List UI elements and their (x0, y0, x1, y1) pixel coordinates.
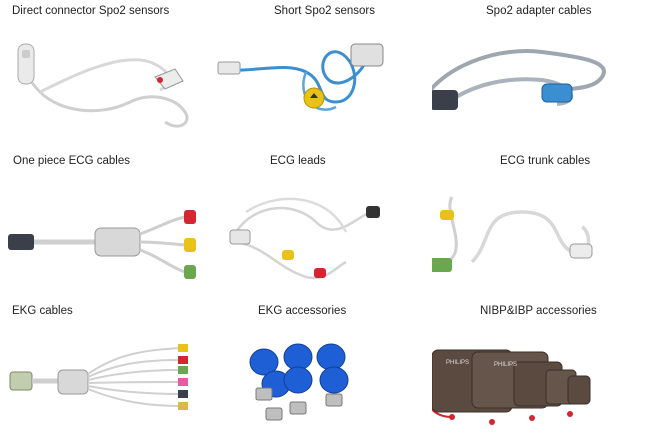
product-label: ECG leads (270, 155, 326, 167)
product-tile-ekg-accessories[interactable]: EKG accessories (216, 300, 432, 441)
ecg-one-piece-cable-icon (0, 172, 216, 290)
product-label: EKG cables (12, 305, 73, 317)
cuff-brand-text: PHILIPS (446, 360, 469, 366)
product-tile-spo2-adapter[interactable]: Spo2 adapter cables (432, 0, 648, 141)
spo2-adapter-cable-icon (432, 22, 648, 140)
spo2-direct-sensor-icon (0, 22, 216, 140)
product-label: EKG accessories (258, 305, 347, 317)
spo2-short-sensor-icon (216, 22, 432, 140)
ecg-trunk-cable-icon (432, 172, 648, 290)
ecg-leads-icon (216, 172, 432, 290)
product-tile-ecg-trunk[interactable]: ECG trunk cables (432, 150, 648, 291)
product-tile-ecg-leads[interactable]: ECG leads (216, 150, 432, 291)
product-label: Spo2 adapter cables (486, 5, 592, 17)
cuff-brand-text: PHILIPS (494, 362, 517, 368)
product-tile-direct-spo2[interactable]: Direct connector Spo2 sensors (0, 0, 216, 141)
nibp-cuff-icon: PHILIPS PHILIPS (432, 322, 648, 440)
product-label: ECG trunk cables (500, 155, 591, 167)
product-label: One piece ECG cables (13, 155, 130, 167)
product-label: Short Spo2 sensors (274, 5, 376, 17)
product-label: Direct connector Spo2 sensors (12, 5, 170, 17)
product-label: NIBP&IBP accessories (480, 305, 597, 317)
product-tile-short-spo2[interactable]: Short Spo2 sensors (216, 0, 432, 141)
product-tile-nibp-ibp[interactable]: NIBP&IBP accessories PHILIPS PHILIPS (432, 300, 648, 441)
product-tile-ekg-cables[interactable]: EKG cables (0, 300, 216, 441)
product-tile-one-piece-ecg[interactable]: One piece ECG cables (0, 150, 216, 291)
ekg-cable-icon (0, 322, 216, 440)
ekg-suction-bulb-icon (216, 322, 432, 440)
